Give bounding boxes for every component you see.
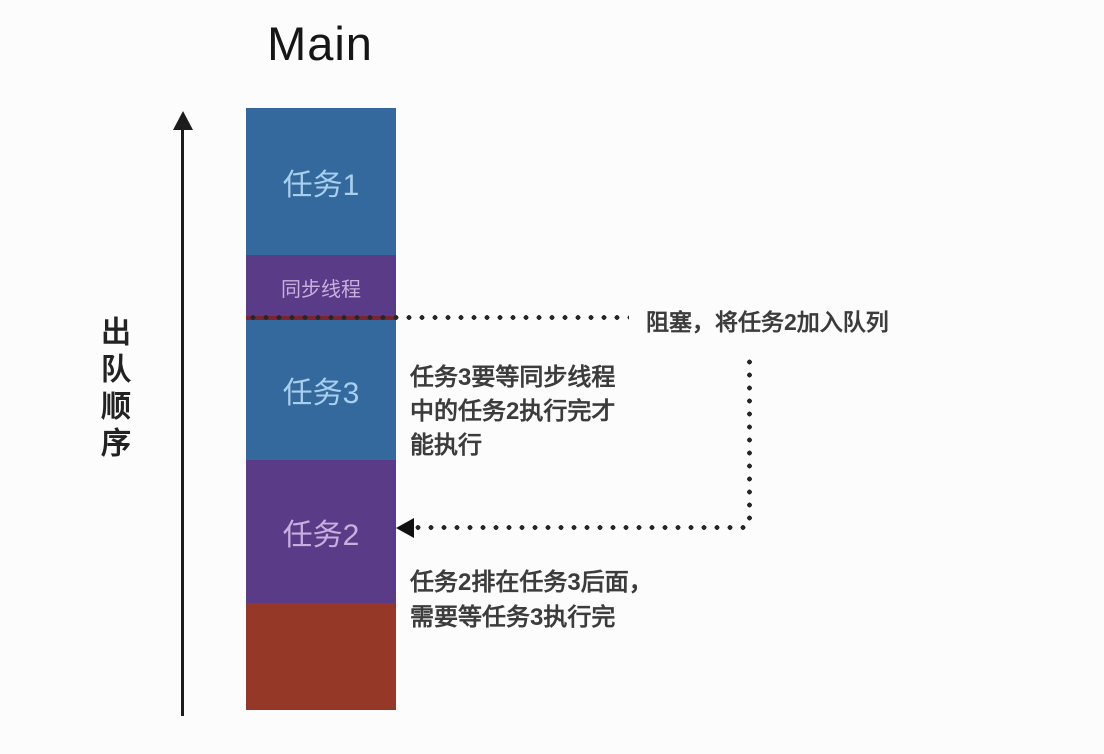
annotation-task2-note-line2: 需要等任务3执行完 <box>410 604 616 631</box>
dotted-line-down <box>746 356 753 524</box>
block-tail <box>246 603 396 710</box>
block-task2-label: 任务2 <box>282 518 360 552</box>
arrow-left-head-icon <box>396 518 414 538</box>
block-task2: 任务2 <box>246 460 396 603</box>
annotation-task2-note: 任务2排在任务3后面， 需要等任务3执行完 <box>410 565 653 635</box>
block-task3: 任务3 <box>246 319 396 460</box>
dequeue-order-label: 出队顺序 <box>96 316 129 464</box>
annotation-task2-note-line1: 任务2排在任务3后面， <box>410 569 653 596</box>
annotation-task3-note-line2: 中的任务2执行完才 <box>410 398 616 425</box>
main-queue-title: Main <box>267 17 373 70</box>
block-task1-label: 任务1 <box>282 168 360 202</box>
annotation-block-note: 阻塞，将任务2加入队列 <box>646 309 889 335</box>
block-sync-thread-label: 同步线程 <box>281 278 361 301</box>
annotation-task3-note-line3: 能执行 <box>410 432 482 459</box>
annotation-task3-note: 任务3要等同步线程 中的任务2执行完才 能执行 <box>410 361 615 463</box>
block-sync-thread: 同步线程 <box>246 255 396 319</box>
dotted-line-back <box>412 524 753 531</box>
dequeue-order-arrow-line <box>181 127 184 716</box>
annotation-task3-note-line1: 任务3要等同步线程 <box>410 364 616 391</box>
block-task3-label: 任务3 <box>282 376 360 410</box>
dotted-line-block <box>247 314 629 321</box>
block-task1: 任务1 <box>246 108 396 255</box>
arrow-up-head-icon <box>173 111 193 130</box>
